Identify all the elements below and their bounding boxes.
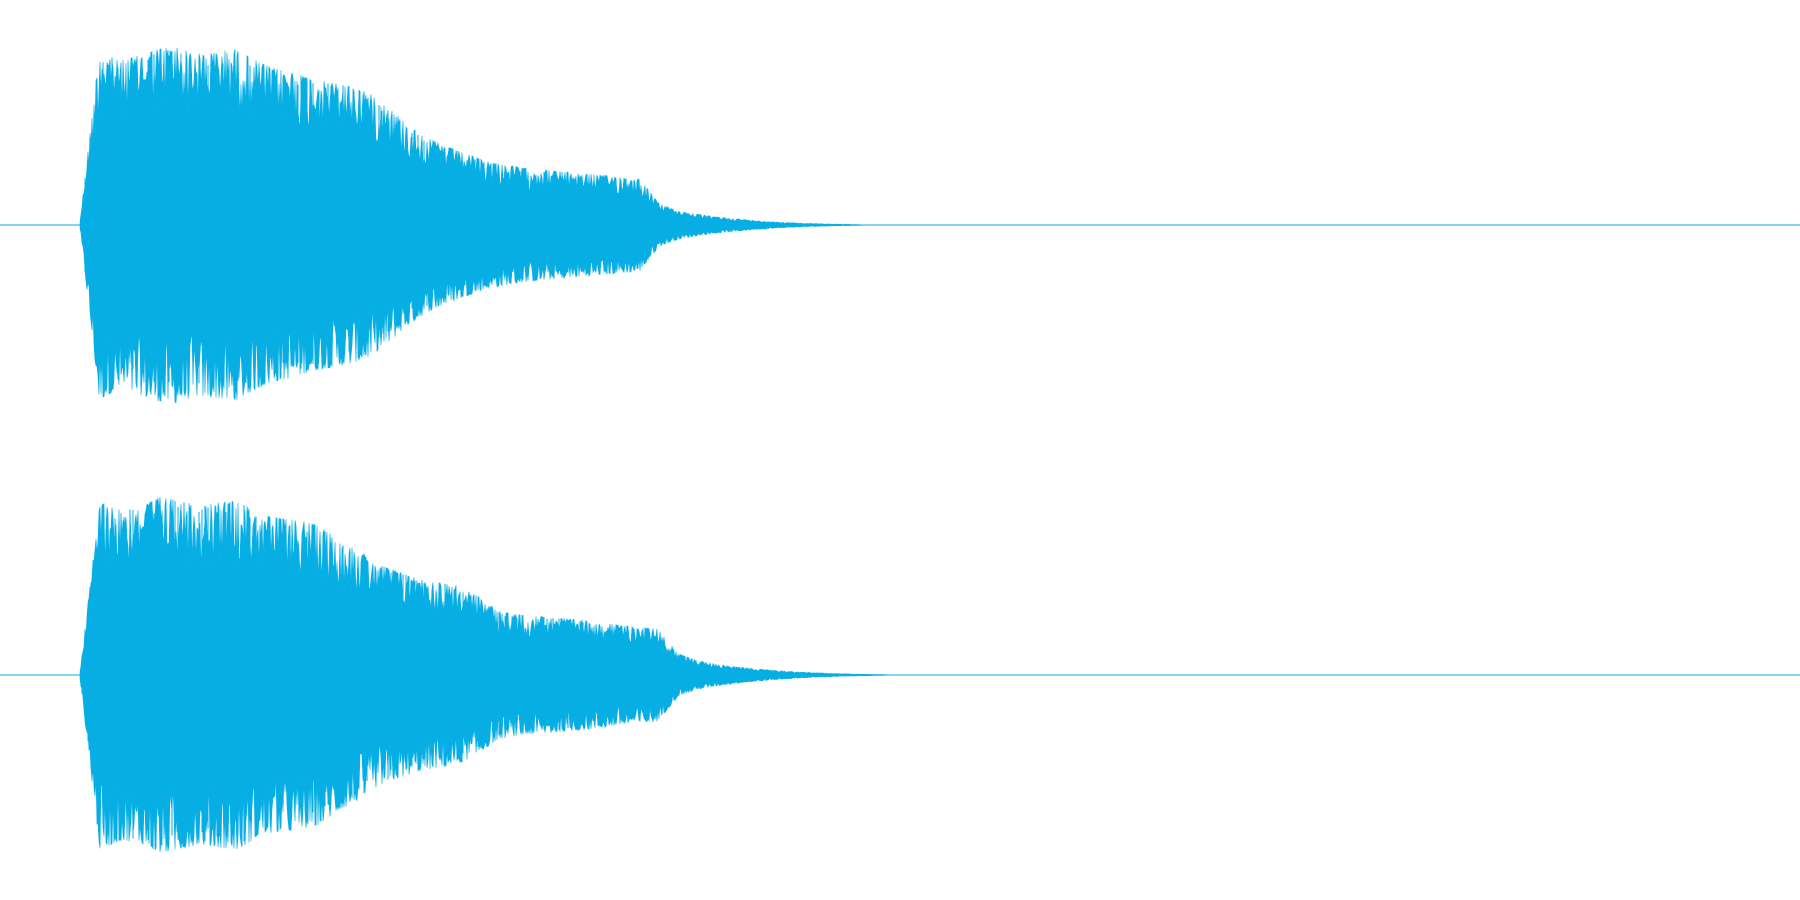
channel-waveform-shape: [79, 497, 897, 852]
channel-1-waveform: [0, 47, 1800, 404]
channel-2-waveform: [0, 497, 1800, 852]
